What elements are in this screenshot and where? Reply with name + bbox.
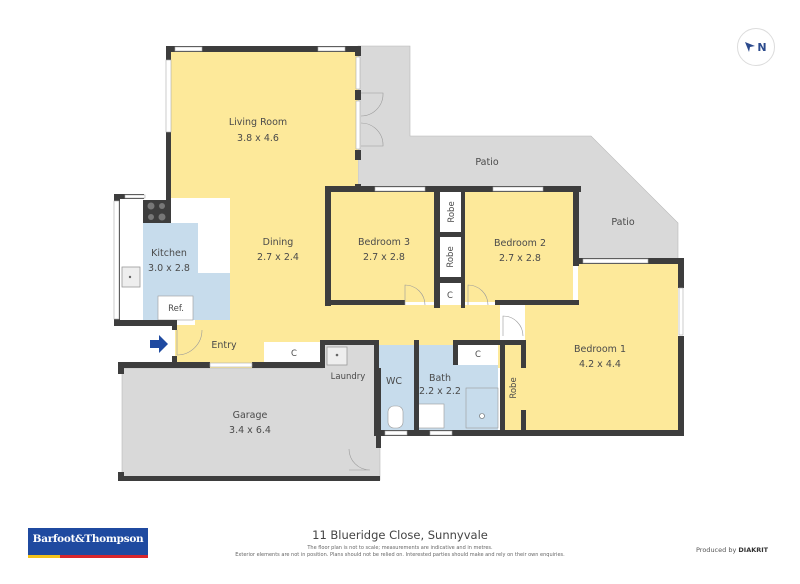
compass-label: N — [757, 40, 767, 54]
living-room-label: Living Room — [229, 117, 287, 128]
hall-cupboard — [458, 345, 498, 365]
patio-right-label: Patio — [611, 217, 634, 228]
bath-vanity — [417, 403, 445, 429]
dining-label: Dining — [263, 237, 294, 248]
garage-dims: 3.4 x 6.4 — [229, 425, 271, 436]
linen-cupboard — [440, 283, 461, 305]
bedroom-1-dims: 4.2 x 4.4 — [579, 359, 621, 370]
laundry-label: Laundry — [331, 372, 366, 382]
garage-area — [121, 367, 381, 481]
patio-top-label: Patio — [475, 157, 498, 168]
cooktop — [143, 200, 171, 223]
produced-by-brand: DIAKRIT — [738, 546, 769, 554]
bedroom-1-label: Bedroom 1 — [574, 344, 626, 355]
bedroom-1-area — [502, 262, 678, 430]
fridge-space — [157, 295, 194, 321]
toilet — [387, 405, 404, 429]
living-room-dims: 3.8 x 4.6 — [237, 133, 279, 144]
robe-lower-label: Robe — [446, 246, 456, 267]
bedroom-3-area — [331, 192, 435, 302]
north-compass: N — [737, 28, 775, 66]
kitchen-dims: 3.0 x 2.8 — [148, 263, 190, 274]
bedroom-1-robe — [505, 345, 525, 430]
bedroom-3-label: Bedroom 3 — [358, 237, 410, 248]
bedroom-1-robe-label: Robe — [509, 377, 519, 398]
disclaimer-line-2: Exterior elements are not in position. P… — [235, 552, 565, 558]
disclaimer-line-1: The floor plan is not to scale; measurem… — [307, 545, 493, 551]
entry-cupboard — [264, 342, 322, 365]
bedroom-2-dims: 2.7 x 2.8 — [499, 253, 541, 264]
shower — [465, 387, 499, 429]
garage-label: Garage — [233, 410, 268, 421]
doors — [176, 92, 524, 471]
property-address: 11 Blueridge Close, Sunnyvale — [312, 528, 488, 542]
entry-label: Entry — [211, 340, 237, 351]
linen-cupboard-label: C — [447, 291, 453, 301]
kitchen-label: Kitchen — [151, 248, 187, 259]
bath-dims: 2.2 x 2.2 — [419, 386, 461, 397]
bedroom-3-dims: 2.7 x 2.8 — [363, 252, 405, 263]
dining-dims: 2.7 x 2.4 — [257, 252, 299, 263]
bedroom-2-area — [463, 192, 573, 302]
agency-logo-text: Barfoot&Thompson — [32, 533, 144, 545]
produced-by: Produced by DIAKRIT — [696, 546, 768, 554]
logo-stripe-yellow — [28, 555, 60, 558]
robe-upper-label: Robe — [447, 201, 457, 222]
fridge-label: Ref. — [168, 304, 184, 314]
agency-logo: Barfoot&Thompson — [28, 528, 148, 558]
robe-upper — [440, 192, 461, 232]
bath-label: Bath — [429, 373, 451, 384]
north-arrow-icon — [745, 42, 756, 52]
bedroom-2-label: Bedroom 2 — [494, 238, 546, 249]
robe-lower — [438, 237, 461, 277]
produced-by-label: Produced by — [696, 546, 737, 554]
entry-cupboard-label: C — [291, 349, 297, 359]
living-dining-area — [170, 52, 525, 368]
wc-label: WC — [386, 376, 402, 387]
entry-arrow-icon — [150, 335, 168, 353]
hall-cupboard-label: C — [475, 350, 481, 360]
windows — [113, 46, 684, 436]
logo-stripe-red — [60, 555, 148, 558]
